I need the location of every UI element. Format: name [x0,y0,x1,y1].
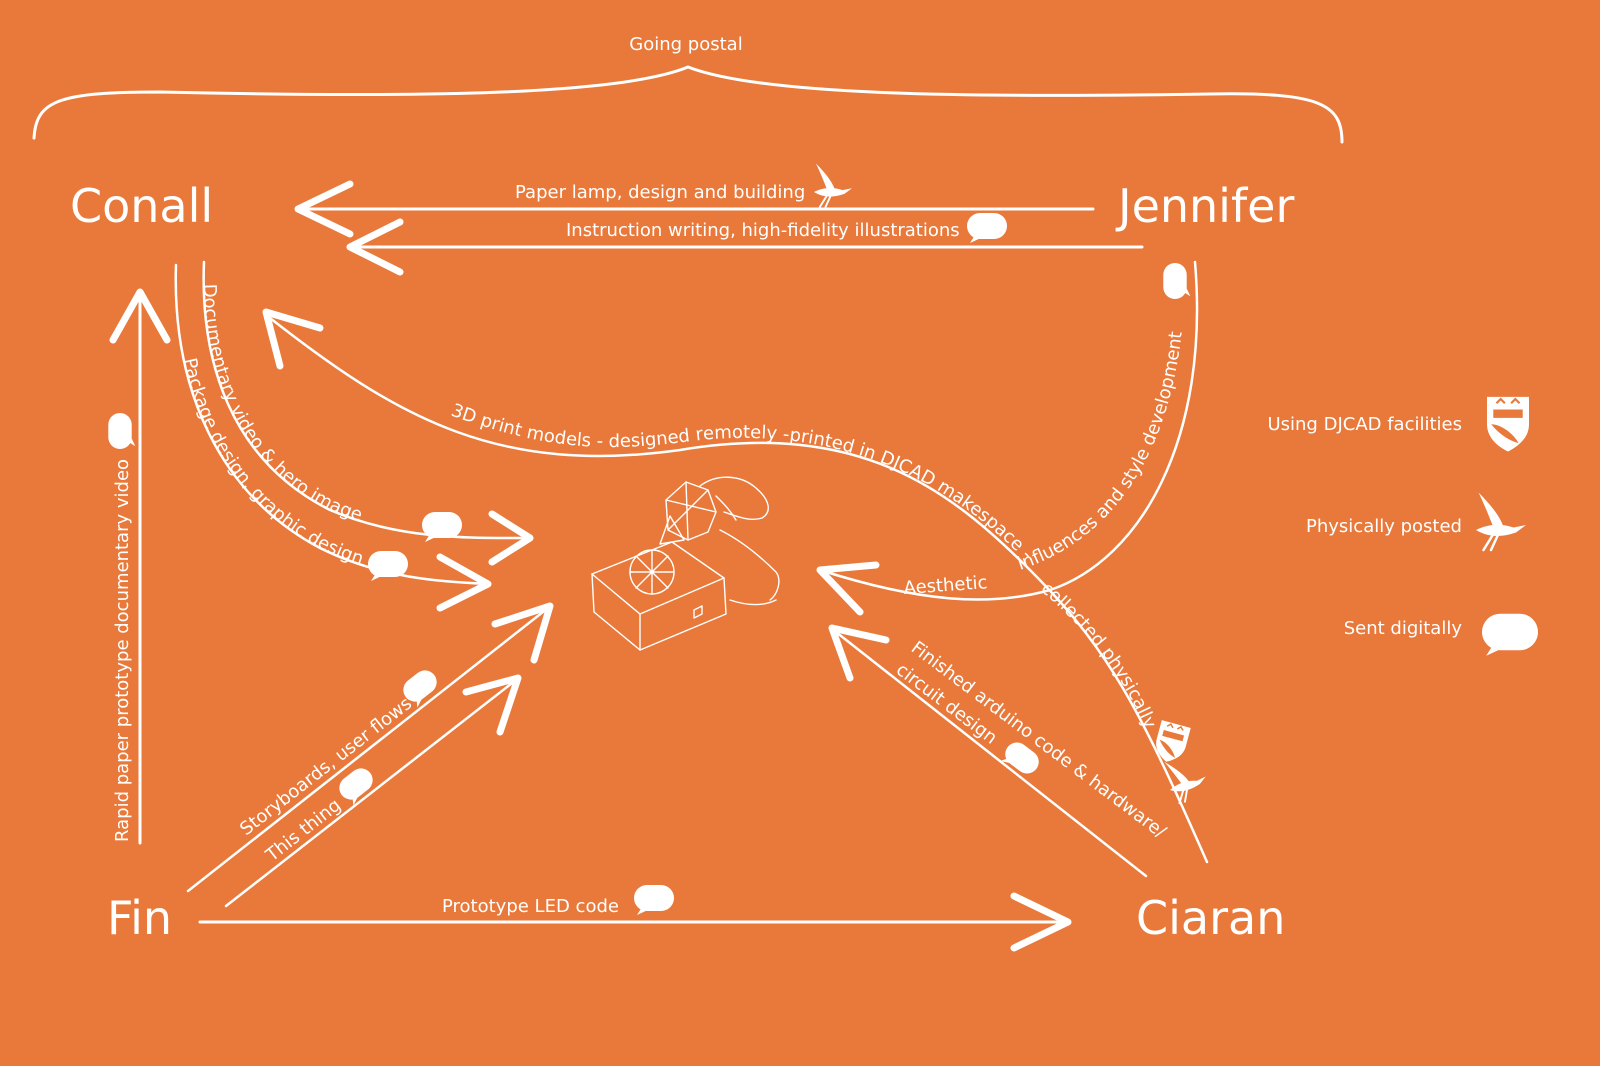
arrow-influences [818,260,1199,601]
arrow-3d-print-models [268,316,1209,864]
label-prototype-led: Prototype LED code [442,896,619,917]
arrow-documentary-video [202,260,532,540]
legend-posted-label: Physically posted [1306,516,1462,537]
speech-bubble-icon [1163,263,1191,299]
label-aesthetic: Aesthetic [903,572,988,599]
label-paper-lamp: Paper lamp, design and building [515,182,805,203]
arrow-instruction-writing [346,218,1144,276]
speech-bubble-icon [967,213,1007,243]
label-collected-physically: collected physically [1037,578,1161,732]
label-rapid-paper: Rapid paper prototype documentary video [112,459,133,842]
arrow-package-design-head [436,553,492,612]
speech-bubble-icon [108,413,136,449]
title-brace [32,65,1344,144]
person-fin: Fin [107,891,172,945]
arrow-this-thing [224,674,522,908]
arrow-3d-print-models-head [262,308,324,370]
arrow-documentary-video-head [488,510,534,566]
arrow-finished-arduino [828,624,1148,878]
label-instruction-writing: Instruction writing, high-fidelity illus… [566,220,960,241]
arrow-package-design [174,263,492,586]
arrow-influences-head [816,561,880,616]
arrow-paper-lamp [294,180,1095,238]
diagram-title: Going postal [629,34,742,55]
speech-bubble-icon [1482,613,1538,656]
arrow-rapid-paper [109,288,171,845]
person-conall: Conall [70,179,213,233]
legend-djcad-label: Using DJCAD facilities [1267,414,1462,435]
person-jennifer: Jennifer [1115,179,1294,233]
legend-digital-label: Sent digitally [1344,618,1463,639]
legend: Using DJCAD facilities Physically posted… [1267,395,1538,656]
bird-icon [1474,491,1528,552]
lamp-box-sketch [591,476,780,651]
bird-icon [813,162,853,209]
arrow-prototype-led [198,892,1072,952]
speech-bubble-icon [634,885,674,915]
label-3d-print-models: 3D print models - designed remotely -pri… [448,400,1036,564]
label-influences: influences and style development [1015,330,1187,574]
crest-icon [1150,719,1192,767]
crest-icon [1485,395,1531,453]
person-ciaran: Ciaran [1136,891,1285,945]
arrow-storyboards [186,602,554,893]
